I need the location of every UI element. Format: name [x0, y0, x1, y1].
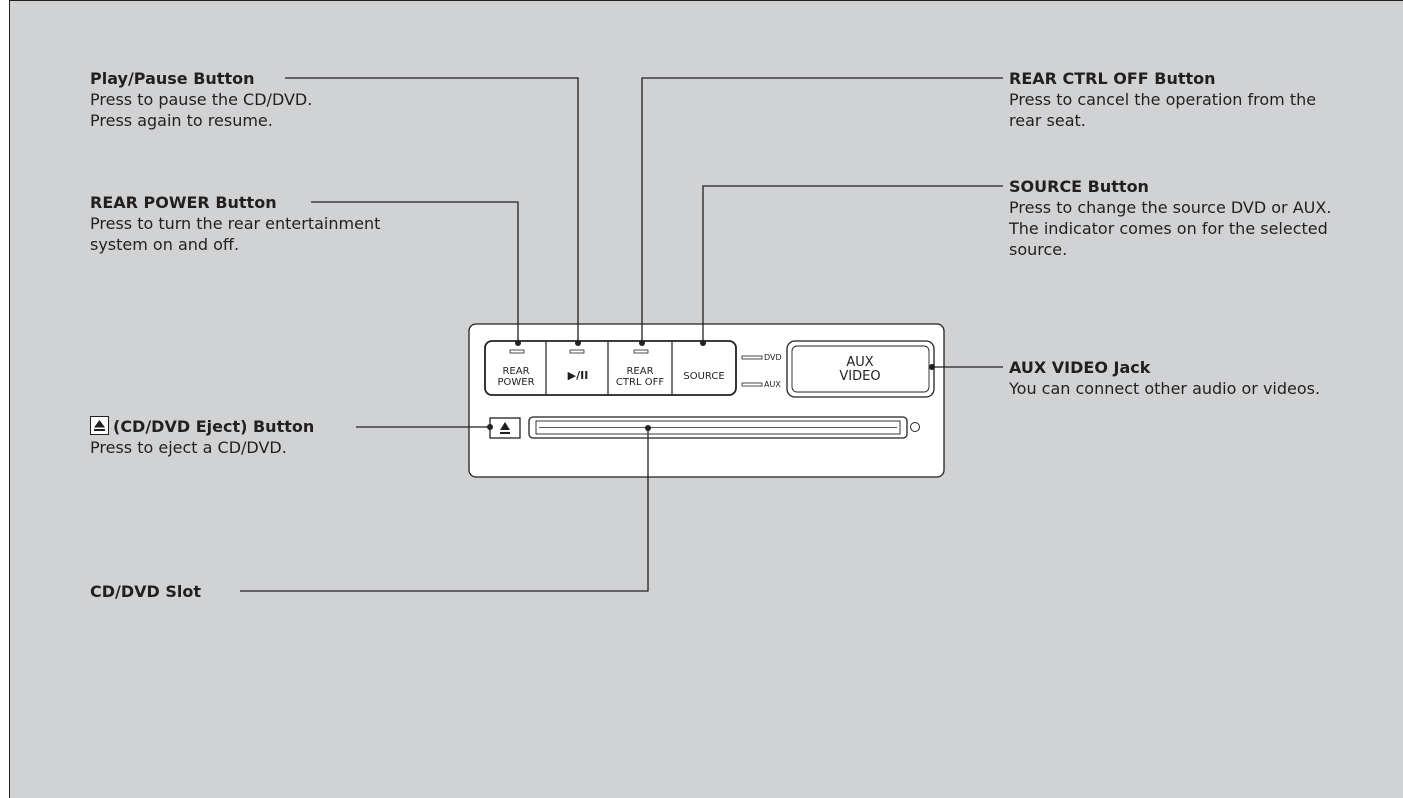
- callout-aux-video-title: AUX VIDEO Jack: [1009, 358, 1151, 377]
- rear-ctrl-indicator: [633, 349, 649, 354]
- play-pause-indicator: [569, 349, 585, 354]
- frame-left-edge: [9, 0, 10, 798]
- leader-dot: [700, 340, 706, 346]
- callout-aux-video-desc: You can connect other audio or videos.: [1009, 379, 1321, 398]
- eject-button[interactable]: [489, 417, 521, 439]
- leader-dot: [575, 340, 581, 346]
- leader-dot: [639, 340, 645, 346]
- leader-source: [702, 185, 1003, 343]
- callout-eject-title-row: (CD/DVD Eject) Button: [90, 416, 370, 437]
- play-pause-button[interactable]: ▶/II: [568, 349, 589, 382]
- eject-icon-bar: [500, 432, 510, 434]
- callout-source: SOURCE Button Press to change the source…: [1009, 176, 1339, 260]
- rear-power-label-line2: POWER: [497, 377, 534, 388]
- leader-play-pause: [285, 77, 579, 343]
- callout-source-desc: Press to change the source DVD or AUX. T…: [1009, 198, 1332, 259]
- callout-rear-power-title: REAR POWER Button: [90, 193, 277, 212]
- callout-eject-title: (CD/DVD Eject) Button: [113, 417, 315, 436]
- leader-dot: [645, 425, 651, 431]
- aux-video-inner: [791, 345, 930, 393]
- leader-rear-ctrl-off: [641, 77, 1003, 343]
- leader-slot: [240, 428, 649, 592]
- leader-dot: [487, 424, 493, 430]
- cd-dvd-slot: [528, 416, 908, 439]
- leader-rear-power: [311, 201, 519, 343]
- dvd-indicator-led: [741, 355, 763, 360]
- frame-top-edge: [9, 0, 1403, 1]
- callout-rear-ctrl-off-desc: Press to cancel the operation from the r…: [1009, 90, 1317, 130]
- aux-video-label-line2: VIDEO: [839, 369, 880, 384]
- source-label: SOURCE: [683, 371, 724, 382]
- play-pause-icon: ▶/II: [568, 369, 589, 382]
- leader-dot: [515, 340, 521, 346]
- dvd-indicator-label: DVD: [764, 353, 782, 362]
- callout-rear-power: REAR POWER Button Press to turn the rear…: [90, 192, 390, 255]
- callout-source-title: SOURCE Button: [1009, 177, 1149, 196]
- callout-eject: (CD/DVD Eject) Button Press to eject a C…: [90, 416, 370, 458]
- aux-video-jack[interactable]: AUX VIDEO: [786, 340, 935, 398]
- callout-play-pause-desc: Press to pause the CD/DVD. Press again t…: [90, 90, 313, 130]
- leader-dot: [929, 364, 935, 370]
- rear-ctrl-label-line2: CTRL OFF: [616, 377, 664, 388]
- callout-slot-title: CD/DVD Slot: [90, 582, 202, 601]
- rear-power-button[interactable]: REAR POWER: [497, 349, 535, 388]
- aux-indicator-label: AUX: [764, 380, 781, 389]
- button-group-outline: [484, 340, 737, 396]
- callout-play-pause: Play/Pause Button Press to pause the CD/…: [90, 68, 390, 131]
- aux-indicator-led: [741, 382, 763, 387]
- callout-rear-ctrl-off: REAR CTRL OFF Button Press to cancel the…: [1009, 68, 1339, 131]
- callout-aux-video: AUX VIDEO Jack You can connect other aud…: [1009, 357, 1329, 399]
- callout-slot: CD/DVD Slot: [90, 581, 290, 602]
- rear-ctrl-label-line1: REAR: [626, 366, 653, 377]
- eject-icon: [90, 416, 109, 435]
- rear-power-label-line1: REAR: [502, 366, 529, 377]
- callout-play-pause-title: Play/Pause Button: [90, 69, 255, 88]
- reset-hole: [910, 422, 920, 432]
- rear-ctrl-off-button[interactable]: REAR CTRL OFF: [616, 349, 664, 388]
- rear-power-indicator: [509, 349, 525, 354]
- source-button[interactable]: SOURCE: [683, 371, 724, 382]
- callout-eject-desc: Press to eject a CD/DVD.: [90, 438, 287, 457]
- aux-video-label-line1: AUX: [846, 355, 873, 370]
- callout-rear-power-desc: Press to turn the rear entertainment sys…: [90, 214, 381, 254]
- callout-rear-ctrl-off-title: REAR CTRL OFF Button: [1009, 69, 1216, 88]
- eject-icon: [500, 422, 510, 430]
